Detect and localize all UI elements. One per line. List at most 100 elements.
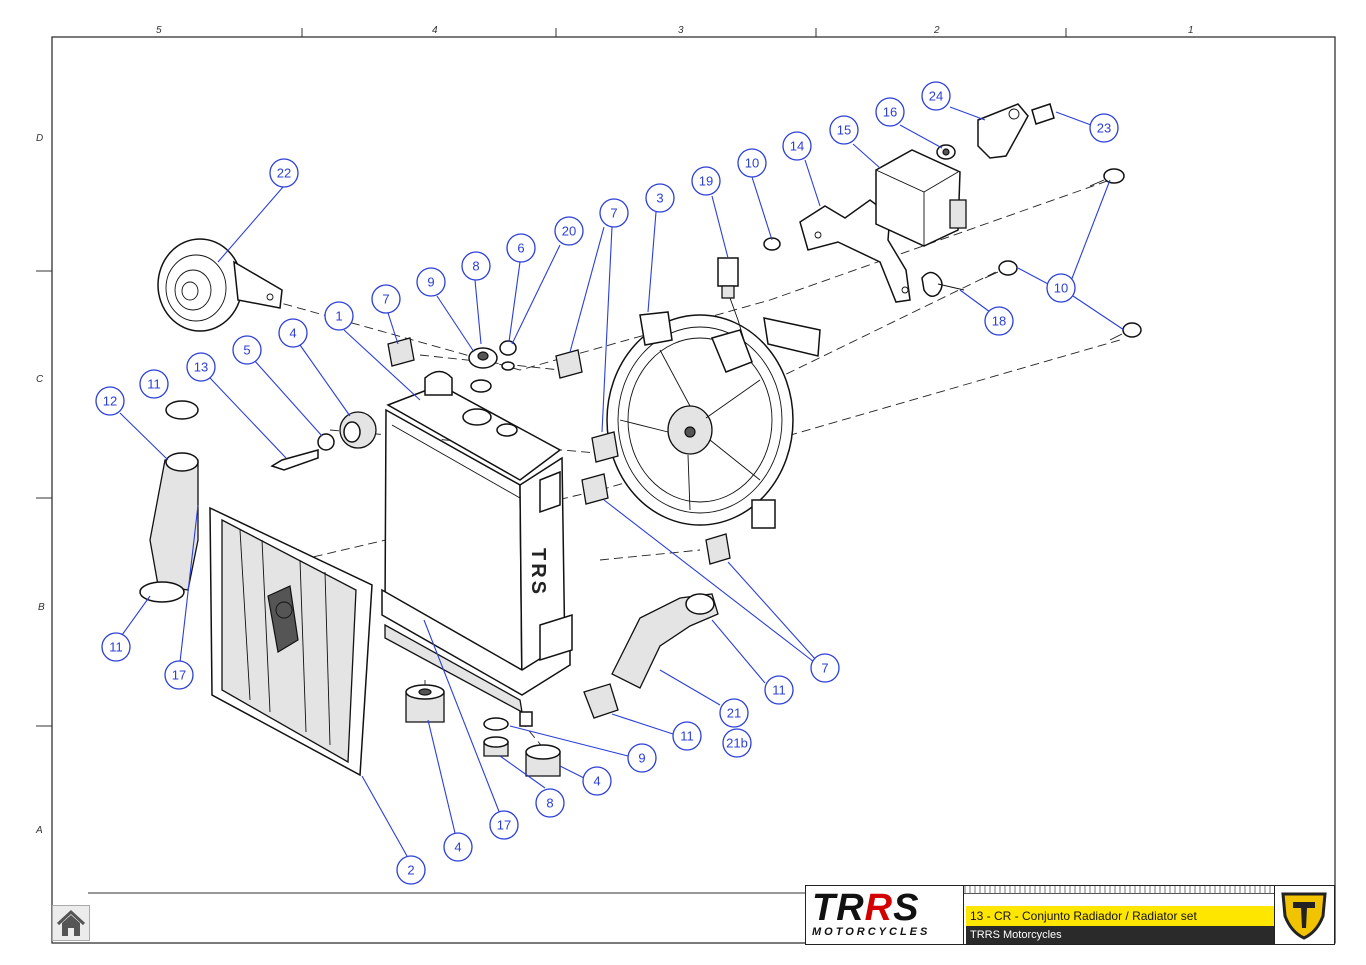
- callout-15: 15: [829, 115, 859, 145]
- callout-19: 19: [691, 166, 721, 196]
- callout-11: 11: [764, 675, 794, 705]
- callout-14: 14: [782, 131, 812, 161]
- clip-part: [921, 271, 965, 297]
- column-label: 4: [432, 25, 438, 36]
- bolts-part: [763, 103, 1142, 341]
- callout-13: 13: [186, 352, 216, 382]
- svg-text:7: 7: [382, 292, 389, 307]
- svg-text:5: 5: [243, 343, 250, 358]
- callout-4: 4: [582, 766, 612, 796]
- column-label: 5: [156, 25, 162, 36]
- row-label: D: [36, 133, 43, 144]
- svg-text:7: 7: [821, 661, 828, 676]
- svg-text:19: 19: [699, 174, 713, 189]
- drawing-metadata-strip: [964, 886, 1274, 894]
- svg-text:8: 8: [546, 796, 553, 811]
- callout-2: 2: [396, 855, 426, 885]
- logo-wordmark: TRRS: [812, 887, 920, 929]
- callouts: 22 1 7 9 8 6 20 7 3 19 10 14 15 16 24 23…: [95, 81, 1119, 885]
- drawing-title: 13 - CR - Conjunto Radiador / Radiator s…: [966, 906, 1274, 926]
- svg-text:17: 17: [172, 668, 186, 683]
- callout-11: 11: [139, 369, 169, 399]
- callout-11: 11: [101, 632, 131, 662]
- callout-7: 7: [371, 284, 401, 314]
- svg-text:9: 9: [427, 275, 434, 290]
- callout-5: 5: [232, 335, 262, 365]
- svg-text:22: 22: [277, 166, 291, 181]
- trrs-logo: TRRS MOTORCYCLES: [806, 886, 964, 944]
- row-label: A: [35, 825, 43, 836]
- svg-text:15: 15: [837, 123, 851, 138]
- svg-text:21: 21: [727, 706, 741, 721]
- callout-21: 21: [719, 698, 749, 728]
- callout-10: 10: [1046, 273, 1076, 303]
- callout-17: 17: [489, 810, 519, 840]
- svg-text:6: 6: [517, 241, 524, 256]
- svg-text:24: 24: [929, 89, 943, 104]
- callout-9: 9: [627, 743, 657, 773]
- logo-subline: MOTORCYCLES: [812, 926, 931, 938]
- svg-text:20: 20: [562, 224, 576, 239]
- lower-hose-part: [583, 593, 719, 719]
- column-label: 3: [678, 25, 684, 36]
- callout-22: 22: [269, 158, 299, 188]
- callout-leaders: [119, 106, 1125, 857]
- svg-text:12: 12: [103, 394, 117, 409]
- callout-3: 3: [645, 183, 675, 213]
- svg-text:23: 23: [1097, 121, 1111, 136]
- side-mount-part: [270, 411, 377, 471]
- drawing-frame: [51, 36, 1336, 944]
- svg-text:21b: 21b: [726, 736, 748, 751]
- svg-text:10: 10: [1054, 281, 1068, 296]
- radiator-part: TRS: [381, 370, 573, 727]
- column-label: 1: [1188, 25, 1194, 36]
- svg-text:17: 17: [497, 818, 511, 833]
- row-label: C: [36, 374, 44, 385]
- svg-text:9: 9: [638, 751, 645, 766]
- svg-text:8: 8: [472, 259, 479, 274]
- home-button[interactable]: [52, 905, 90, 941]
- callout-4: 4: [278, 318, 308, 348]
- upper-hose-part: [139, 400, 199, 603]
- callout-8: 8: [535, 788, 565, 818]
- horn-part: [157, 238, 283, 332]
- svg-text:10: 10: [745, 156, 759, 171]
- zone-ticks: [36, 28, 1067, 894]
- svg-text:13: 13: [194, 360, 208, 375]
- drawing-subtitle: TRRS Motorcycles: [966, 926, 1274, 944]
- lower-mounts-part: [405, 684, 561, 777]
- row-label: B: [38, 602, 45, 613]
- svg-text:4: 4: [454, 840, 461, 855]
- connector-part: [717, 257, 821, 357]
- callout-4: 4: [443, 832, 473, 862]
- callout-18: 18: [984, 306, 1014, 336]
- svg-text:7: 7: [610, 206, 617, 221]
- callout-17: 17: [164, 660, 194, 690]
- callout-1: 1: [324, 301, 354, 331]
- callout-23: 23: [1089, 113, 1119, 143]
- callout-20: 20: [554, 216, 584, 246]
- callout-12: 12: [95, 386, 125, 416]
- callout-7: 7: [599, 198, 629, 228]
- shield-icon: [1281, 892, 1327, 940]
- svg-text:1: 1: [335, 309, 342, 324]
- column-label: 2: [933, 25, 940, 36]
- callout-21b: 21b: [722, 728, 752, 758]
- svg-text:14: 14: [790, 139, 804, 154]
- regulator-part: [875, 149, 967, 247]
- brand-shield: [1274, 886, 1334, 944]
- filler-fittings-part: [468, 340, 517, 393]
- shroud-part: [209, 506, 373, 777]
- svg-text:18: 18: [992, 314, 1006, 329]
- svg-text:3: 3: [656, 191, 663, 206]
- title-block: TRRS MOTORCYCLES 13 - CR - Conjunto Radi…: [805, 885, 1335, 945]
- callout-8: 8: [461, 251, 491, 281]
- callout-24: 24: [921, 81, 951, 111]
- plate-part: [936, 103, 1029, 160]
- svg-text:11: 11: [147, 377, 161, 392]
- svg-text:4: 4: [289, 326, 296, 341]
- home-icon: [56, 909, 86, 936]
- svg-text:4: 4: [593, 774, 600, 789]
- svg-text:2: 2: [407, 863, 414, 878]
